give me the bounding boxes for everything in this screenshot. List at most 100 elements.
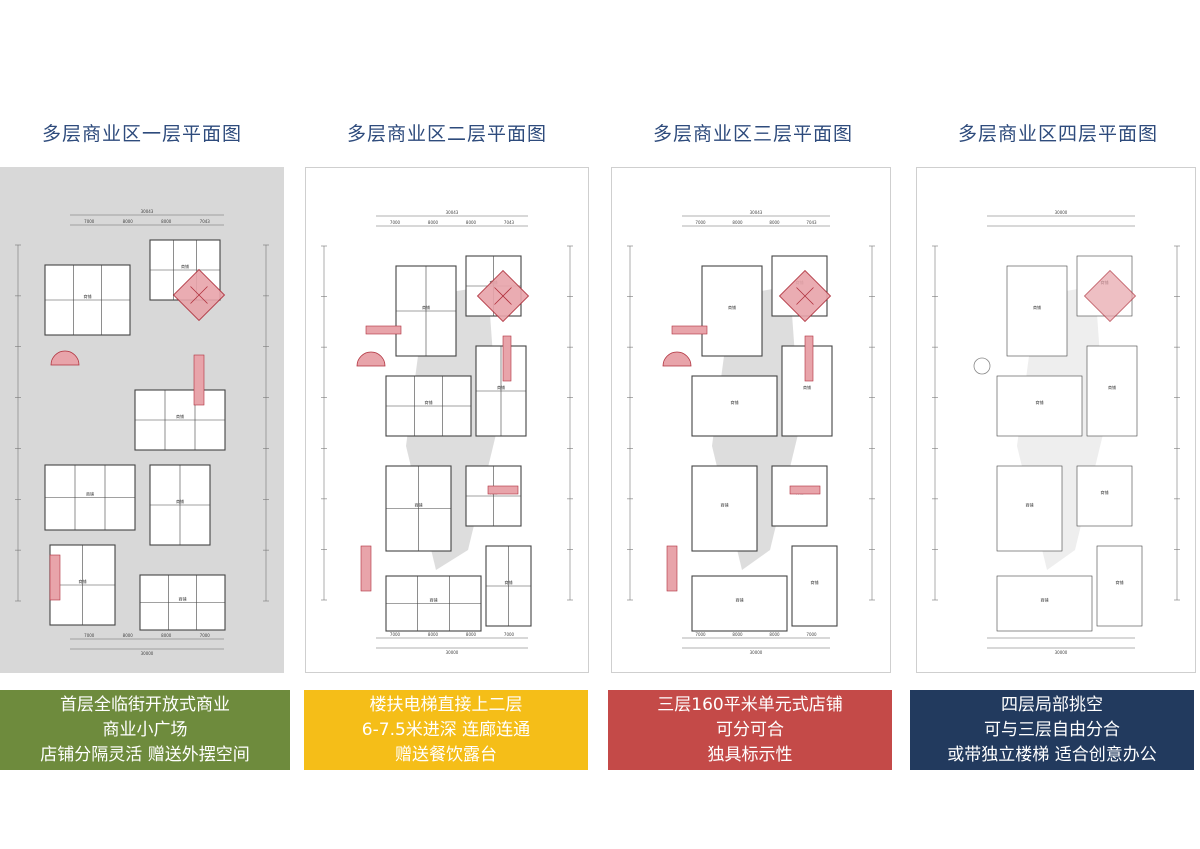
room-label: 商铺 <box>176 498 184 504</box>
room-label: 商铺 <box>803 384 811 390</box>
caption-line: 6-7.5米进深 连廊连通 <box>361 719 531 740</box>
room-label: 商铺 <box>1036 399 1044 405</box>
dimension-label: 7043 <box>806 220 817 225</box>
dimension-label: 30043 <box>446 210 459 215</box>
escalator <box>49 554 61 601</box>
escalator <box>193 354 205 406</box>
room-label: 商铺 <box>181 263 189 269</box>
dimension-label: 8000 <box>161 633 172 638</box>
shop-block <box>691 465 758 552</box>
room-label: 商铺 <box>1026 502 1034 508</box>
room-label: 商铺 <box>79 578 87 584</box>
core-partition <box>190 286 208 304</box>
dimension-label: 7043 <box>200 219 211 224</box>
escalator <box>666 545 678 592</box>
room-label: 商铺 <box>1108 384 1116 390</box>
plan-title-floor-3: 多层商业区三层平面图 <box>652 123 853 145</box>
room-label: 商铺 <box>721 502 729 508</box>
dimension-label: 7043 <box>504 220 515 225</box>
dimension-label: 30000 <box>446 650 459 655</box>
caption-floor-3: 三层160平米单元式店铺 可分可合 独具标示性 <box>608 690 892 770</box>
caption-line: 四层局部挑空 <box>1001 694 1103 715</box>
shop-block <box>691 575 788 632</box>
caption-floor-1: 首层全临街开放式商业 商业小广场 店铺分隔灵活 赠送外摆空间 <box>0 690 290 770</box>
dimension-label: 30000 <box>750 650 763 655</box>
dimension-label: 8000 <box>732 632 743 637</box>
dimension-label: 30043 <box>750 210 763 215</box>
dimension-label: 30000 <box>1055 210 1068 215</box>
dimension-label: 7000 <box>84 633 95 638</box>
spiral-stair <box>50 350 80 366</box>
caption-line: 可分可合 <box>716 719 784 740</box>
caption-line: 商业小广场 <box>102 719 188 740</box>
room-label: 商铺 <box>736 597 744 603</box>
shop-block <box>996 575 1093 632</box>
dimension-label: 8000 <box>428 632 439 637</box>
vertical-core <box>1083 269 1137 323</box>
spiral-stair <box>662 351 692 367</box>
dimension-label: 30000 <box>141 651 154 656</box>
escalator <box>487 485 519 495</box>
dimension-label: 7000 <box>695 220 706 225</box>
caption-line: 三层160平米单元式店铺 <box>657 694 843 715</box>
caption-line: 店铺分隔灵活 赠送外摆空间 <box>40 744 250 765</box>
caption-floor-4: 四层局部挑空 可与三层自由分合 或带独立楼梯 适合创意办公 <box>910 690 1194 770</box>
room-label: 商铺 <box>1101 489 1109 495</box>
dimension-label: 7000 <box>806 632 817 637</box>
room-label: 商铺 <box>811 579 819 585</box>
shop-block <box>1096 545 1143 627</box>
escalator <box>502 335 512 382</box>
plan-title-floor-2: 多层商业区二层平面图 <box>346 123 547 145</box>
dimension-label: 8000 <box>769 632 780 637</box>
room-label: 商铺 <box>1116 579 1124 585</box>
dimension-label: 7000 <box>200 633 211 638</box>
room-label: 商铺 <box>425 399 433 405</box>
dimension-label: 7000 <box>84 219 95 224</box>
escalator <box>360 545 372 592</box>
room-label: 商铺 <box>422 304 430 310</box>
dimension-label: 8000 <box>769 220 780 225</box>
shop-block <box>701 265 763 357</box>
dimension-label: 30043 <box>141 209 154 214</box>
plan-title-floor-4: 多层商业区四层平面图 <box>957 123 1158 145</box>
escalator <box>789 485 821 495</box>
spiral-stair <box>356 351 386 367</box>
shop-block <box>1076 465 1133 527</box>
caption-line: 楼扶电梯直接上二层 <box>369 694 523 715</box>
core-partition <box>796 287 814 305</box>
room-label: 商铺 <box>179 596 187 602</box>
shop-block <box>996 375 1083 437</box>
core-partition <box>494 287 512 305</box>
room-label: 商铺 <box>1033 304 1041 310</box>
dimension-label: 8000 <box>161 219 172 224</box>
shop-block <box>1086 345 1138 437</box>
room-label: 商铺 <box>731 399 739 405</box>
floor-plan-4: 3000030000商铺商铺商铺商铺商铺商铺商铺商铺 <box>916 167 1196 673</box>
dimension-label: 8000 <box>466 632 477 637</box>
room-label: 商铺 <box>1041 597 1049 603</box>
room-label: 商铺 <box>728 304 736 310</box>
caption-line: 独具标示性 <box>707 744 793 765</box>
caption-line: 首层全临街开放式商业 <box>60 694 230 715</box>
dimension-label: 8000 <box>466 220 477 225</box>
dimension-label: 7000 <box>390 632 401 637</box>
plan-drawing: 3000030000商铺商铺商铺商铺商铺商铺商铺商铺 <box>932 210 1180 655</box>
shop-block <box>691 375 778 437</box>
plan-title-floor-1: 多层商业区一层平面图 <box>41 123 242 145</box>
room-label: 商铺 <box>176 413 184 419</box>
room-label: 商铺 <box>430 597 438 603</box>
dimension-label: 7000 <box>390 220 401 225</box>
caption-floor-2: 楼扶电梯直接上二层 6-7.5米进深 连廊连通 赠送餐饮露台 <box>304 690 588 770</box>
room-label: 商铺 <box>505 579 513 585</box>
dimension-label: 8000 <box>428 220 439 225</box>
room-label: 商铺 <box>497 384 505 390</box>
dimension-label: 8000 <box>123 633 134 638</box>
escalator <box>365 325 402 335</box>
shop-block <box>1006 265 1068 357</box>
